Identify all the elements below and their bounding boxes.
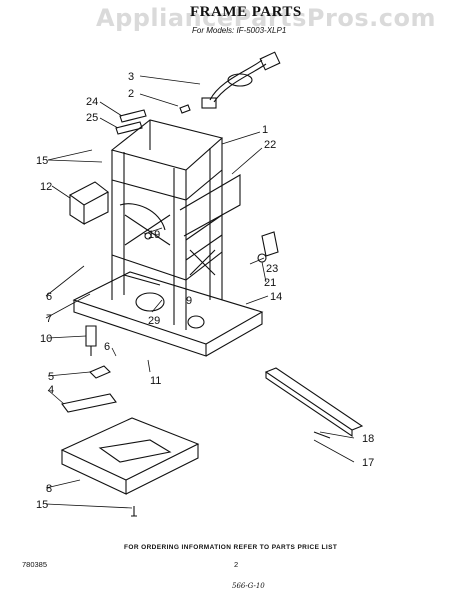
heat-element-part-12 — [68, 181, 110, 226]
callout-1: 1 — [262, 124, 268, 136]
bottom-tray-part-8 — [60, 417, 200, 495]
fuse-part-10 — [85, 325, 97, 356]
callout-14: 14 — [270, 291, 282, 303]
callout-29: 29 — [148, 315, 160, 327]
clip-part-5 — [89, 365, 111, 379]
bracket-part-24 — [119, 109, 147, 123]
callout-24: 24 — [86, 96, 98, 108]
callout-25: 25 — [86, 112, 98, 124]
callout-17: 17 — [362, 457, 374, 469]
base-plate-part — [72, 271, 264, 357]
front-rail-part-18 — [264, 367, 364, 439]
callout-22: 22 — [264, 139, 276, 151]
insulation-strip-part-4 — [61, 393, 117, 413]
power-cord-part — [201, 51, 281, 109]
callout-6a: 6 — [46, 291, 52, 303]
callout-2: 2 — [128, 88, 134, 100]
callout-23: 23 — [266, 263, 278, 275]
callout-labels: 1 2 3 4 5 6 6 7 8 9 10 11 12 14 15 15 17… — [36, 71, 374, 511]
callout-6b: 6 — [104, 341, 110, 353]
callout-3: 3 — [128, 71, 134, 83]
callout-8: 8 — [46, 483, 52, 495]
callout-21: 21 — [264, 277, 276, 289]
callout-18: 18 — [362, 433, 374, 445]
callout-7: 7 — [46, 313, 52, 325]
page-title: FRAME PARTS — [190, 4, 302, 20]
handwritten-note: 566-G-10 — [232, 582, 265, 590]
model-subtitle: For Models: IF-5003-XLP1 — [192, 26, 287, 35]
switch-part — [257, 231, 279, 263]
main-frame-part — [110, 119, 224, 330]
callout-11: 11 — [150, 375, 161, 387]
side-rail-part — [179, 174, 241, 237]
callout-10: 10 — [40, 333, 52, 345]
document-number: 780385 — [22, 560, 48, 569]
callout-19: 19 — [148, 229, 160, 241]
callout-12: 12 — [40, 181, 52, 193]
screw-part-2 — [179, 104, 191, 114]
bracket-part-25 — [115, 121, 143, 135]
screw-part-15 — [131, 506, 137, 517]
callout-15b: 15 — [36, 499, 48, 511]
watermark: AppliancePartsPros.com — [96, 4, 436, 32]
callout-4: 4 — [48, 384, 54, 396]
page-number: 2 — [234, 560, 239, 569]
callout-5: 5 — [48, 371, 54, 383]
ordering-note: FOR ORDERING INFORMATION REFER TO PARTS … — [124, 544, 338, 551]
callout-15a: 15 — [36, 155, 48, 167]
callout-9: 9 — [186, 295, 192, 307]
